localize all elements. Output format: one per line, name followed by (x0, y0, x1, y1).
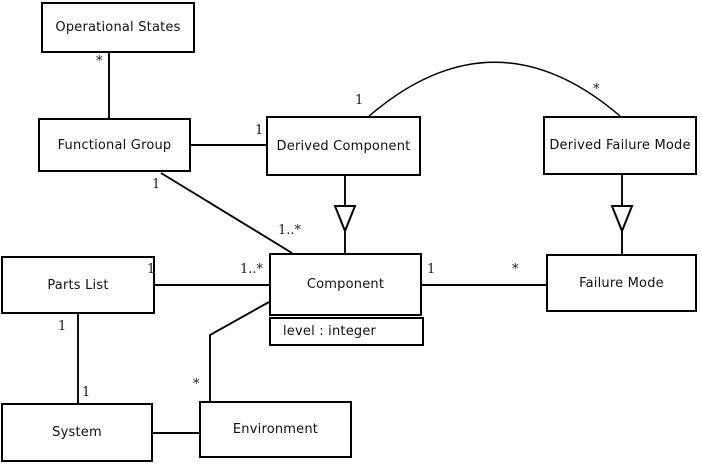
class-parts-list: Parts List (1, 256, 155, 314)
class-component: Component (269, 253, 422, 316)
class-environment: Environment (199, 401, 352, 458)
multiplicity-operational-states-end: * (96, 54, 103, 69)
class-label-functional-group: Functional Group (57, 137, 172, 153)
multiplicity-derived-component-end: 1 (255, 123, 264, 138)
class-label-component: Component (306, 277, 385, 292)
class-label-derived-component: Derived Component (276, 138, 411, 154)
edge-component-environment (209, 301, 270, 401)
generalization-arrow-icon (610, 205, 634, 234)
class-label-failure-mode: Failure Mode (579, 275, 664, 291)
class-functional-group: Functional Group (38, 118, 191, 172)
edge-arc-derived-component-derived-failure-mode (367, 61, 621, 118)
class-derived-failure-mode: Derived Failure Mode (543, 116, 697, 175)
multiplicity-system-end: 1 (82, 385, 91, 400)
multiplicity-component-parts-end: 1..* (240, 262, 264, 277)
class-label-system: System (52, 425, 102, 440)
generalization-arrow-icon (333, 205, 357, 234)
class-system: System (1, 403, 153, 462)
component-attribute-level: level : integer (283, 324, 377, 339)
edge-functional-group-component (160, 172, 293, 254)
class-label-operational-states: Operational States (55, 20, 181, 35)
class-failure-mode: Failure Mode (546, 254, 697, 312)
multiplicity-parts-list-end: 1 (147, 262, 156, 277)
class-label-derived-failure-mode: Derived Failure Mode (549, 138, 691, 153)
class-operational-states: Operational States (41, 2, 195, 53)
multiplicity-failure-mode-end: * (512, 262, 519, 277)
multiplicity-component-failure-end: 1 (427, 262, 436, 277)
class-label-parts-list: Parts List (47, 277, 109, 293)
multiplicity-functional-group-end: 1 (152, 177, 161, 192)
multiplicity-arc-derived-failure-mode-end: * (593, 82, 600, 97)
multiplicity-environment-end: * (193, 377, 200, 392)
multiplicity-component-diagonal-end: 1..* (278, 223, 302, 238)
component-attribute-compartment: level : integer (269, 317, 424, 346)
class-label-environment: Environment (232, 422, 319, 437)
class-derived-component: Derived Component (266, 116, 421, 176)
multiplicity-parts-list-system-top: 1 (58, 319, 67, 334)
multiplicity-arc-derived-component-end: 1 (355, 93, 364, 108)
